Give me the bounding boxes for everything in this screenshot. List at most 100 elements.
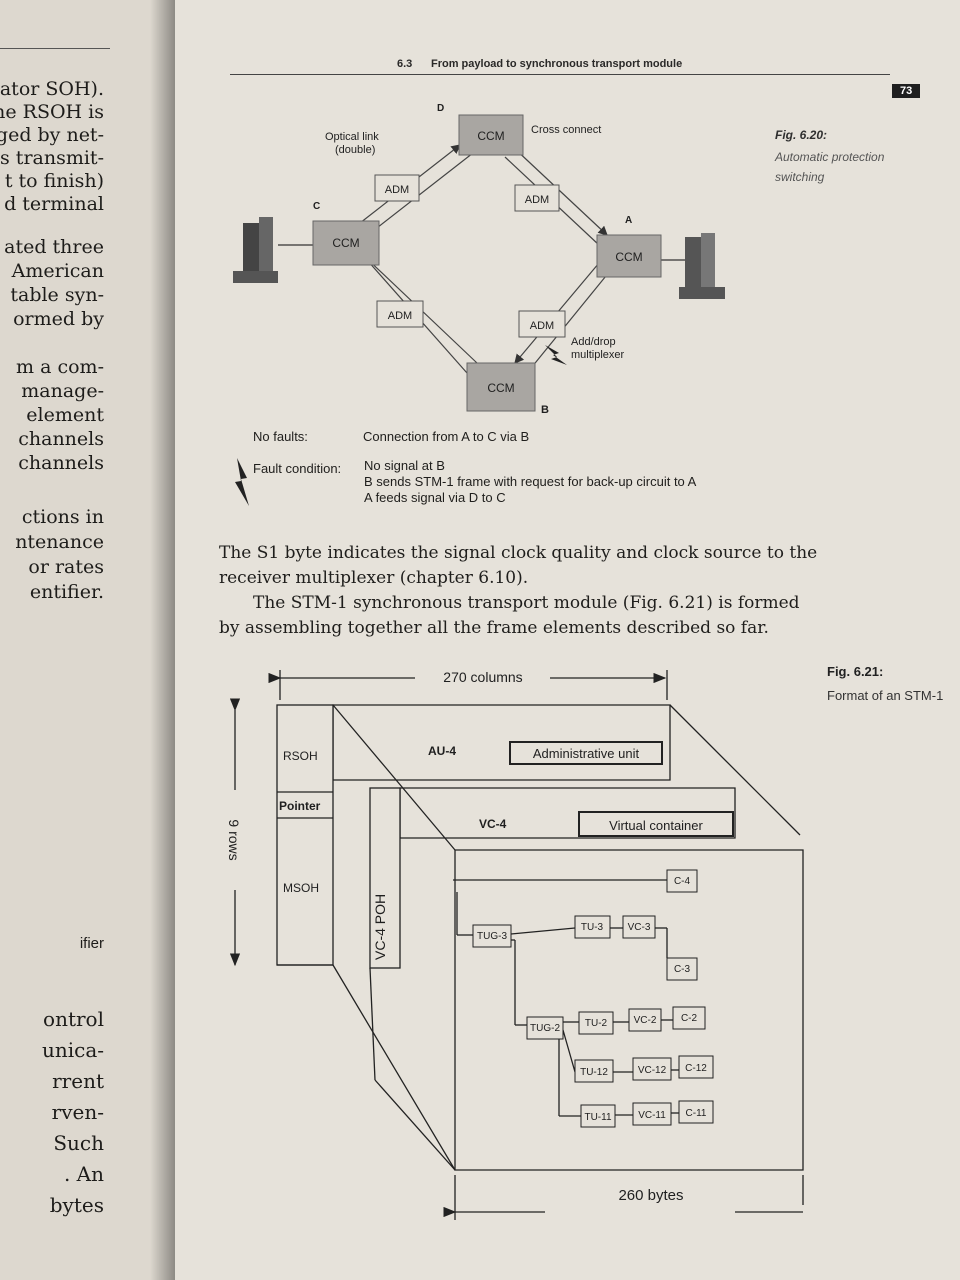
ccm-node-a: CCM [596, 234, 662, 278]
left-text-line: s transmit- [0, 147, 104, 169]
ccm-node-d: CCM [458, 114, 524, 156]
rsoh-label: RSOH [283, 749, 318, 763]
left-text-line: ctions in [21, 506, 104, 528]
vc11-box: VC-11 [638, 1110, 666, 1121]
fig621-diagram: 270 columns 9 rows 260 bytes RSOH Pointe… [226, 669, 804, 1220]
tu11-box: TU-11 [584, 1112, 611, 1123]
ccm-node-b: CCM [466, 362, 536, 412]
fault-line: B sends STM-1 frame with request for bac… [364, 474, 697, 489]
node-label-b: B [541, 404, 549, 416]
rows-label: 9 rows [226, 819, 242, 860]
adm-label: ADM [525, 194, 549, 206]
body-paragraph-line: by assembling together all the frame ele… [219, 618, 769, 638]
fig620-caption-line: switching [775, 170, 825, 184]
optical-link-double-label: (double) [335, 144, 375, 156]
left-text-line: ifier [79, 935, 104, 952]
left-text-line: unica- [41, 1038, 104, 1062]
vc3-box: VC-3 [628, 922, 651, 933]
multiplexer-label: multiplexer [571, 349, 625, 361]
adm-box: ADM [514, 184, 560, 212]
adm-label: ADM [530, 320, 554, 332]
left-text-line: manage- [21, 380, 104, 402]
left-text-line: ntenance [15, 531, 104, 553]
tug3-box: TUG-3 [477, 931, 507, 942]
fig620-caption-number: Fig. 6.20: [775, 128, 828, 142]
pointer-label: Pointer [279, 799, 321, 813]
optical-link-label: Optical link [325, 131, 379, 143]
fault-line: No signal at B [364, 458, 445, 473]
vc2-box: VC-2 [634, 1015, 657, 1026]
right-page: 6.3 From payload to synchronous transpor… [175, 0, 960, 1280]
left-text-line: entifier. [29, 581, 104, 603]
left-text-line: channels [18, 428, 104, 450]
fig620-caption-line: Automatic protection [775, 150, 885, 164]
c2-box: C-2 [681, 1013, 698, 1024]
adm-label: ADM [385, 184, 409, 196]
virtual-container-box [578, 811, 734, 837]
left-text-line: t to finish) [4, 170, 104, 192]
left-page-rule [0, 48, 110, 49]
header-rule [230, 74, 890, 75]
tug2-box: TUG-2 [530, 1023, 560, 1034]
tu2-box: TU-2 [585, 1018, 608, 1029]
left-text-line: ator SOH). [0, 78, 104, 100]
terminal-right-icon [649, 233, 725, 299]
bytes-label: 260 bytes [618, 1187, 683, 1204]
ccm-label: CCM [487, 381, 514, 395]
left-text-line: bytes [49, 1193, 104, 1217]
add-drop-label: Add/drop [571, 336, 616, 348]
c12-box: C-12 [685, 1063, 707, 1074]
body-paragraph-line: The S1 byte indicates the signal clock q… [219, 543, 818, 563]
lightning-icon [545, 345, 567, 365]
fig621-caption-number: Fig. 6.21: [827, 664, 884, 679]
tu12-box: TU-12 [580, 1067, 608, 1078]
admin-unit-box [509, 741, 663, 765]
c3-box: C-3 [674, 964, 691, 975]
no-faults-text: Connection from A to C via B [363, 429, 530, 444]
left-text-line: table syn- [10, 284, 104, 306]
ccm-node-c: CCM [312, 220, 380, 266]
left-text-line: American [11, 260, 104, 282]
header-section-number: 6.3 [397, 58, 413, 70]
no-faults-label: No faults: [253, 429, 308, 444]
left-text-line: rven- [51, 1100, 104, 1124]
adm-box: ADM [376, 300, 424, 328]
left-text-line: ontrol [43, 1007, 104, 1031]
fault-lightning-icon [235, 458, 249, 506]
c11-box: C-11 [686, 1108, 707, 1119]
node-label-a: A [625, 215, 632, 226]
columns-label: 270 columns [443, 669, 522, 685]
left-text-line: . An [63, 1162, 104, 1186]
ccm-label: CCM [615, 250, 642, 264]
header-title: From payload to synchronous transport mo… [431, 58, 683, 70]
admin-unit-label: Administrative unit [533, 746, 640, 761]
left-text-line: channels [18, 452, 104, 474]
fig620-diagram: CCM CCM CCM CCM ADM ADM ADM ADM [233, 103, 725, 416]
body-paragraph-line: receiver multiplexer (chapter 6.10). [219, 568, 529, 588]
left-text-line: ne RSOH is [0, 101, 104, 123]
left-text-line: m a com- [16, 356, 104, 378]
vc4-poh-label: VC-4 POH [372, 894, 388, 960]
fig621-caption-text: Format of an STM-1 [827, 688, 944, 703]
adm-box: ADM [374, 174, 420, 202]
terminal-left-icon [233, 217, 313, 283]
left-text-line: ated three [4, 236, 104, 258]
au4-label: AU-4 [428, 744, 456, 758]
ccm-label: CCM [332, 236, 359, 250]
page-number: 73 [892, 84, 921, 98]
left-text-line: or rates [28, 556, 104, 578]
cross-connect-label: Cross connect [531, 124, 601, 136]
left-text-line: ged by net- [0, 124, 104, 146]
fault-line: A feeds signal via D to C [364, 490, 506, 505]
ccm-label: CCM [477, 129, 504, 143]
fault-condition-label: Fault condition: [253, 461, 342, 476]
left-text-line: ormed by [13, 308, 104, 330]
virtual-container-label: Virtual container [609, 818, 703, 833]
tu3-box: TU-3 [581, 922, 604, 933]
left-text-line: d terminal [4, 193, 104, 215]
left-text-line: rrent [52, 1069, 104, 1093]
left-text-line: Such [53, 1131, 104, 1155]
vc12-box: VC-12 [638, 1065, 667, 1076]
mapping-tree: C-4 TUG-3 TU-3 VC-3 C-3 TUG-2 TU-2 VC-2 … [472, 869, 714, 1128]
node-label-d: D [437, 103, 444, 114]
